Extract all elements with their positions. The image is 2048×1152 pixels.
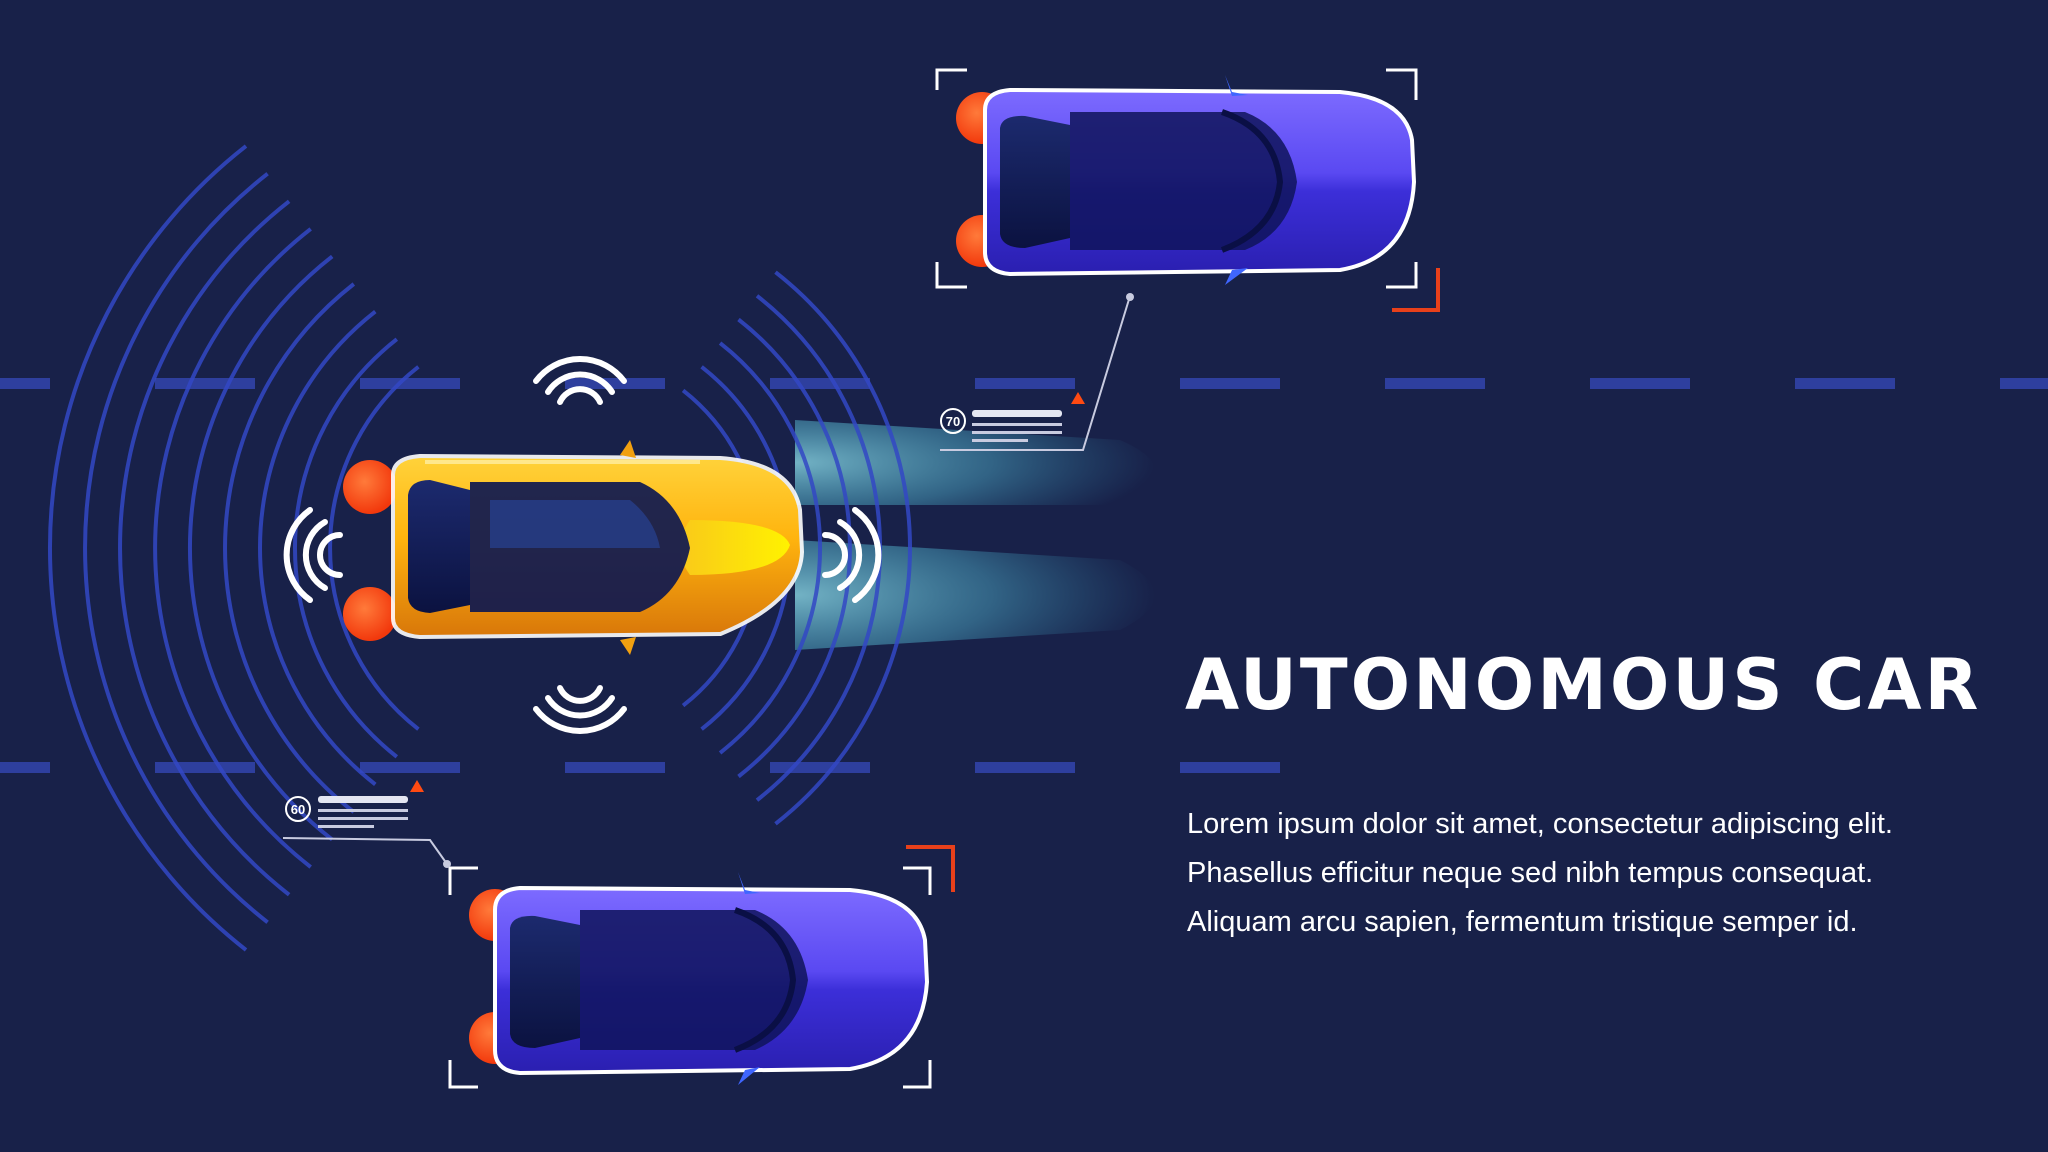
radar-arc (718, 341, 823, 755)
wifi-signal-icon (822, 507, 882, 603)
sensor-light (343, 587, 397, 641)
sensor-light (343, 460, 397, 514)
radar-arc (47, 144, 248, 952)
tracked-car-top (935, 68, 1440, 312)
speed-tag-bottom: 60 (282, 780, 451, 868)
speed-badge (940, 408, 966, 434)
radar-arc (187, 254, 334, 842)
radar-arc (153, 227, 312, 869)
radar-arc (83, 172, 269, 924)
speed-tag-top: 70 (940, 293, 1134, 451)
tracking-bracket (935, 68, 1418, 289)
body-line: Aliquam arcu sapien, fermentum tristique… (1187, 906, 1858, 938)
wifi-signal-icon (283, 507, 343, 603)
tracked-car-bottom (448, 845, 955, 1089)
self-driving-car (343, 440, 805, 655)
body-copy: Lorem ipsum dolor sit amet, consectetur … (1187, 800, 2007, 947)
radar-arc (258, 310, 377, 786)
warning-triangle-icon (1071, 392, 1085, 404)
tracking-bracket-accent (1392, 268, 1440, 312)
wifi-signal-icon (533, 685, 627, 734)
speed-badge (285, 796, 311, 822)
body-line: Lorem ipsum dolor sit amet, consectetur … (1187, 808, 1893, 840)
body-line: Phasellus efficitur neque sed nibh tempu… (1187, 857, 1874, 889)
radar-arc (292, 337, 399, 759)
radar-arc (223, 282, 356, 814)
speed-value: 70 (946, 414, 960, 429)
tracking-bracket-accent (906, 845, 955, 892)
radar-arc (118, 199, 291, 897)
speed-value: 60 (291, 802, 305, 817)
radar-arc (737, 317, 852, 779)
headlight-beams (795, 420, 1155, 650)
headline: AUTONOMOUS CAR (1185, 644, 1982, 726)
radar-arc (328, 365, 420, 731)
wifi-signal-icon (533, 356, 627, 405)
radar-arc (774, 270, 912, 826)
lane-markings (0, 378, 2048, 773)
tracking-bracket (448, 866, 932, 1089)
warning-triangle-icon (410, 780, 424, 792)
radar-arcs-rear (47, 144, 420, 952)
